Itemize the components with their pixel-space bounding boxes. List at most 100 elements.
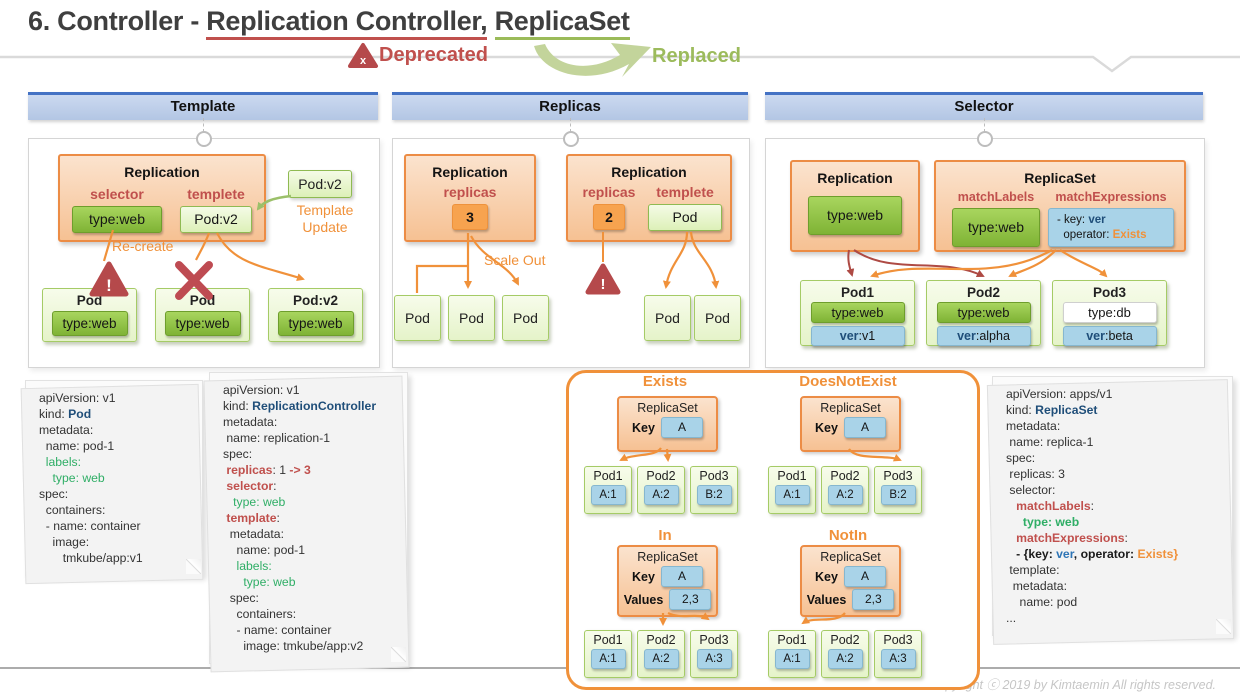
pod-box: Pod	[394, 295, 441, 341]
yaml-segment: tmkube/app:v1	[39, 551, 143, 565]
yaml-segment: spec:	[39, 487, 69, 501]
yaml-line: replicas: 1 -> 3	[223, 462, 407, 478]
yaml-segment: apiVersion: v1	[39, 391, 116, 405]
operator-heading-notin: NotIn	[828, 527, 868, 544]
yaml-segment: metadata:	[223, 527, 284, 541]
box-title: Replication	[432, 164, 508, 180]
yaml-segment: - name: container	[223, 623, 332, 637]
template-label: templete	[187, 186, 245, 202]
key-label: Key	[815, 569, 838, 584]
svg-text:x: x	[360, 55, 367, 67]
template-chip: Pod:v2	[180, 206, 252, 233]
yaml-line: name: replica-1	[1006, 434, 1232, 450]
replaced-label: Replaced	[652, 45, 741, 67]
yaml-segment: apiVersion: v1	[223, 383, 300, 397]
key-value-chip: A	[660, 417, 703, 438]
yaml-line: name: pod-1	[39, 438, 202, 454]
yaml-segment: kind:	[223, 399, 253, 413]
recreate-label: Re-create	[112, 238, 174, 254]
expr-operator-prefix: operator:	[1057, 229, 1113, 241]
connector-node	[563, 131, 579, 147]
key-label: Key	[632, 569, 655, 584]
yaml-segment: - {	[1006, 547, 1029, 561]
key-value-chip: 2,3	[669, 589, 712, 610]
pod-version-chip: ver:v1	[810, 326, 905, 346]
yaml-segment: containers:	[223, 607, 297, 621]
operator-heading-in: In	[658, 527, 672, 544]
template-update-label: Template Update	[296, 202, 354, 235]
box-title: Replication	[817, 170, 893, 186]
expr-operator-value: Exists	[1112, 229, 1147, 241]
pod-mini-chip: A:2	[643, 649, 679, 669]
yaml-line: metadata:	[223, 526, 407, 542]
yaml-line: apiVersion: apps/v1	[1006, 386, 1232, 402]
yaml-segment: kind:	[39, 407, 69, 421]
selector-column: selector type:web	[72, 186, 162, 233]
pod-mini-chip: A:2	[827, 649, 863, 669]
yaml-line: matchLabels:	[1006, 498, 1232, 514]
pod-mini-title: Pod1	[593, 469, 623, 483]
yaml-segment: :	[273, 479, 277, 493]
yaml-line: ...	[1006, 610, 1232, 626]
yaml-segment: replicas	[223, 463, 273, 477]
key-value-row: Key A	[802, 566, 899, 587]
pod-mini-title: Pod1	[777, 469, 807, 483]
yaml-line: name: pod-1	[223, 542, 407, 558]
panel-header-selector: Selector	[765, 92, 1203, 120]
yaml-line: containers:	[223, 606, 407, 622]
yaml-line: labels:	[39, 454, 202, 470]
note-fold-corner	[186, 559, 201, 574]
yaml-line: - {key: ver, operator: Exists}	[1006, 546, 1232, 562]
yaml-line: template:	[1006, 562, 1232, 578]
connector-line	[984, 118, 985, 132]
yaml-line: kind: Pod	[39, 406, 202, 422]
yaml-segment: containers:	[39, 503, 106, 517]
deprecated-label: Deprecated	[379, 44, 488, 66]
yaml-line: replicas: 3	[1006, 466, 1232, 482]
matchexpressions-column: matchExpressions - key: ver operator: Ex…	[1048, 190, 1174, 247]
template-chip: Pod	[648, 204, 722, 231]
yaml-line: type: web	[39, 470, 202, 486]
title-replaced-part: ReplicaSet	[494, 6, 630, 40]
key-value-chip: A	[843, 566, 886, 587]
box-title: Replication	[611, 164, 687, 180]
pod-mini-chip: A:2	[643, 485, 679, 505]
yaml-segment: matchLabels	[1006, 499, 1091, 513]
replicas-column: replicas 3	[406, 184, 534, 230]
connector-line	[570, 118, 571, 132]
yaml-segment: spec:	[223, 591, 259, 605]
pod-mini-chip: A:2	[827, 485, 863, 505]
scale-out-label: Scale Out	[484, 252, 546, 268]
yaml-line: image:	[39, 534, 202, 550]
yaml-line: metadata:	[1006, 578, 1232, 594]
matchexpressions-chip: - key: ver operator: Exists	[1048, 208, 1174, 247]
expr-key-prefix: - key:	[1057, 214, 1089, 226]
replication-selector-box: Replication type:web	[790, 160, 920, 252]
pod-mini-chip: B:2	[696, 485, 732, 505]
yaml-segment: selector	[223, 479, 274, 493]
matchexpressions-label: matchExpressions	[1055, 190, 1167, 204]
pod-title: Pod2	[966, 285, 1000, 300]
version-key: ver	[1086, 329, 1105, 343]
replicas-count-chip: 3	[452, 204, 488, 230]
yaml-segment: type: web	[1006, 515, 1080, 529]
pod-label-chip: type:db	[1062, 302, 1157, 323]
yaml-segment: labels:	[39, 455, 82, 469]
replicaset-mini-title: ReplicaSet	[637, 401, 698, 415]
yaml-line: metadata:	[39, 422, 202, 438]
template-label: templete	[656, 184, 714, 200]
yaml-segment: name: pod-1	[39, 439, 115, 453]
